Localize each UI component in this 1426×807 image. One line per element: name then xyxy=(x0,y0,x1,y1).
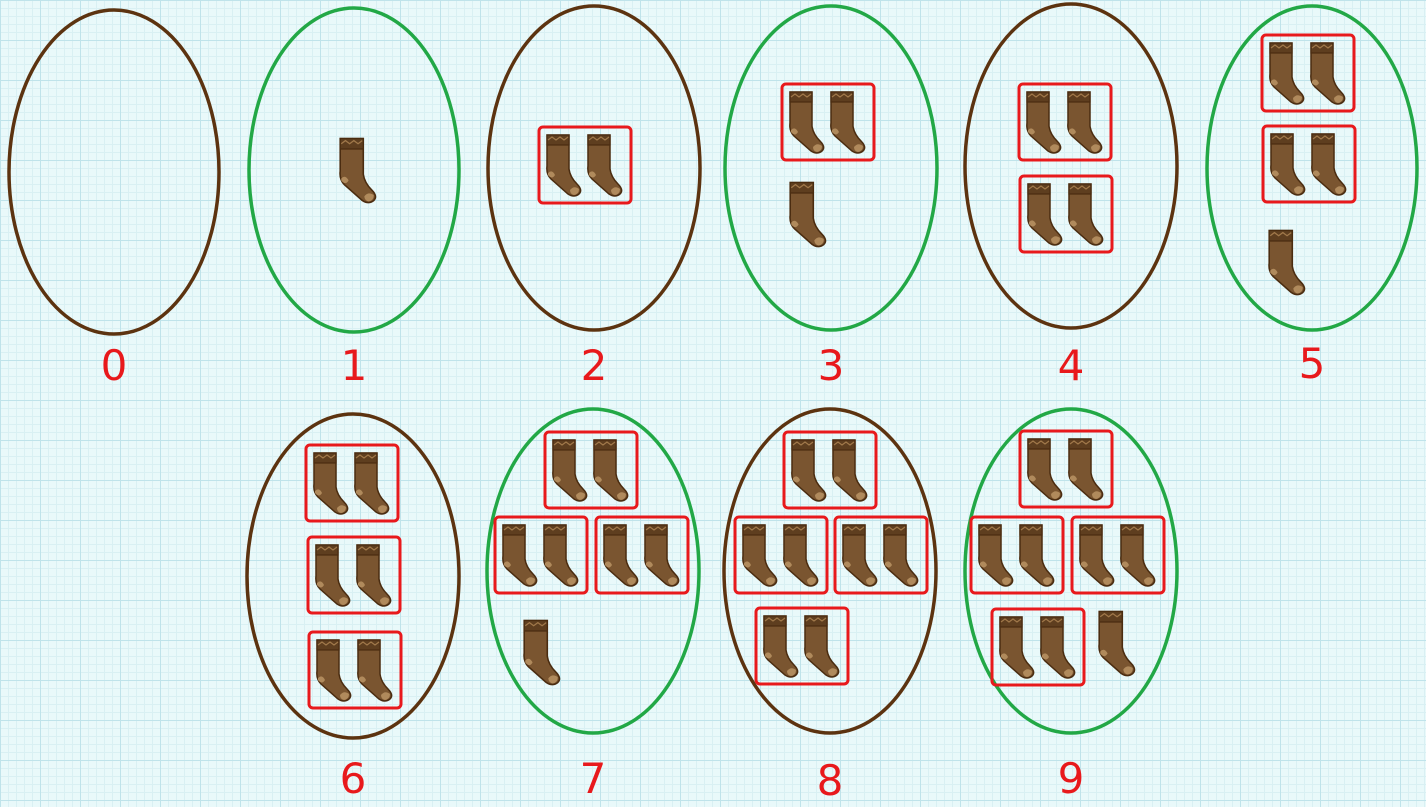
number-set-1: 1 xyxy=(249,8,459,390)
sock-icon xyxy=(1028,439,1062,500)
sock-pair xyxy=(835,517,927,593)
sock-icon xyxy=(553,440,587,501)
sock-icon xyxy=(594,440,628,501)
sock-icon xyxy=(743,525,777,586)
sock-pair xyxy=(1072,517,1164,593)
sock-icon xyxy=(314,453,348,514)
sock-pair xyxy=(539,127,631,203)
number-label: 6 xyxy=(340,754,367,803)
sock-pair xyxy=(596,517,688,593)
sock-icon xyxy=(1069,439,1103,500)
number-set-6: 6 xyxy=(247,414,459,803)
sock-icon xyxy=(790,92,824,153)
sock-icon xyxy=(1270,43,1304,104)
number-set-2: 2 xyxy=(488,6,700,390)
number-set-4: 4 xyxy=(965,4,1177,390)
sock-icon xyxy=(358,640,392,701)
sock-pair xyxy=(1262,35,1354,111)
sock-pair xyxy=(495,517,587,593)
sock-icon xyxy=(1271,134,1305,195)
sock-icon xyxy=(764,616,798,677)
sock-pair xyxy=(308,537,400,613)
number-label: 9 xyxy=(1058,754,1085,803)
sock-icon xyxy=(843,525,877,586)
sock-pair xyxy=(784,432,876,508)
sock-icon xyxy=(317,640,351,701)
even-set-oval xyxy=(9,10,219,334)
sock-icon xyxy=(316,545,350,606)
number-set-7: 7 xyxy=(487,409,699,803)
sock-icon xyxy=(884,525,918,586)
number-label: 7 xyxy=(580,754,607,803)
number-label: 4 xyxy=(1058,341,1085,390)
odd-sock-icon xyxy=(340,139,375,203)
sock-icon xyxy=(355,453,389,514)
sock-icon xyxy=(833,440,867,501)
sock-icon xyxy=(357,545,391,606)
sock-icon xyxy=(1121,525,1155,586)
sock-pair xyxy=(971,517,1063,593)
sock-pair xyxy=(1019,84,1111,160)
sock-icon xyxy=(1020,525,1054,586)
sock-icon xyxy=(1080,525,1114,586)
sock-icon xyxy=(604,525,638,586)
even-set-oval xyxy=(247,414,459,738)
sock-icon xyxy=(1068,92,1102,153)
odd-sock-icon xyxy=(524,621,559,685)
sock-icon xyxy=(831,92,865,153)
sock-pair xyxy=(306,445,398,521)
number-set-0: 0 xyxy=(9,10,219,390)
sock-pair xyxy=(735,517,827,593)
sock-icon xyxy=(1041,617,1075,678)
sock-pair xyxy=(545,432,637,508)
number-set-8: 8 xyxy=(724,409,936,805)
sock-icon xyxy=(979,525,1013,586)
sock-pair xyxy=(1263,126,1355,202)
sock-icon xyxy=(1000,617,1034,678)
sock-pair xyxy=(756,608,848,684)
sock-icon xyxy=(784,525,818,586)
number-label: 8 xyxy=(817,756,844,805)
sock-pair xyxy=(992,609,1084,685)
sock-icon xyxy=(1028,184,1062,245)
sock-icon xyxy=(1311,43,1345,104)
sock-icon xyxy=(1312,134,1346,195)
even-set-oval xyxy=(965,4,1177,328)
sock-pair xyxy=(1020,431,1112,507)
sock-pair xyxy=(309,632,401,708)
sock-icon xyxy=(792,440,826,501)
sock-icon xyxy=(503,525,537,586)
number-set-5: 5 xyxy=(1207,6,1417,388)
sock-icon xyxy=(645,525,679,586)
sock-icon xyxy=(544,525,578,586)
number-set-3: 3 xyxy=(725,6,937,390)
number-label: 3 xyxy=(818,341,845,390)
odd-sock-icon xyxy=(1099,612,1134,676)
sock-icon xyxy=(588,135,622,196)
sock-icon xyxy=(547,135,581,196)
odd-sock-icon xyxy=(1269,231,1304,295)
number-label: 1 xyxy=(341,341,368,390)
sock-icon xyxy=(805,616,839,677)
odd-set-oval xyxy=(725,6,937,330)
number-label: 5 xyxy=(1299,339,1326,388)
number-label: 0 xyxy=(101,341,128,390)
odd-sock-icon xyxy=(790,183,825,247)
number-label: 2 xyxy=(581,341,608,390)
sock-icon xyxy=(1069,184,1103,245)
number-set-9: 9 xyxy=(965,409,1177,803)
sock-pair xyxy=(782,84,874,160)
sock-pair xyxy=(1020,176,1112,252)
sock-icon xyxy=(1027,92,1061,153)
